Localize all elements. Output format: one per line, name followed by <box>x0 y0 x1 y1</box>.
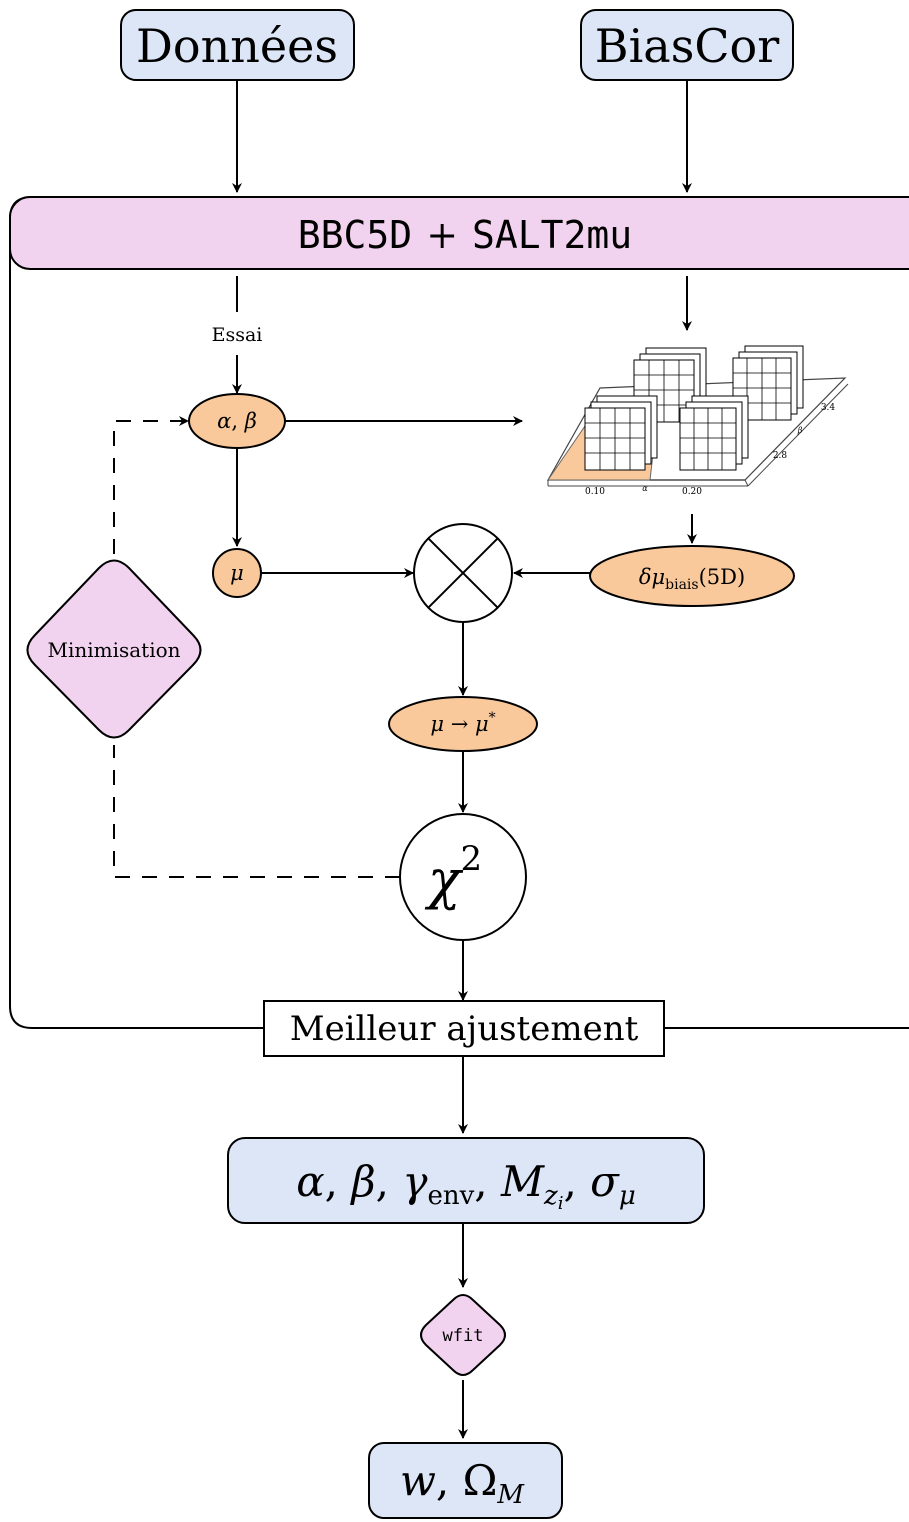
fitted-parameters-label: α, β, γenv, Mzi, σμ <box>296 1157 635 1214</box>
dashed-chi2-to-minimisation <box>113 745 400 878</box>
best-fit-label: Meilleur ajustement <box>290 1009 639 1049</box>
bbc5d-salt2mu-label: BBC5D+SALT2mu <box>298 213 632 257</box>
alpha-beta-label: α, β <box>217 409 257 433</box>
bbc5d-salt2mu-box: BBC5D+SALT2mu <box>9 196 909 270</box>
mu-star-node: μ → μ* <box>388 696 538 752</box>
beta-tick-2: 3.4 <box>821 403 836 413</box>
biascor-input-node: BiasCor <box>580 9 794 81</box>
minimisation-node: Minimisation <box>26 559 202 739</box>
biascor-input-label: BiasCor <box>595 19 779 73</box>
fitted-parameters-node: α, β, γenv, Mzi, σμ <box>227 1137 705 1224</box>
mu-label: μ <box>230 561 244 585</box>
trial-label: Essai <box>212 324 263 346</box>
beta-tick-1: 2.8 <box>773 451 788 461</box>
bias-grid-illustration: 0.10 α 0.20 2.8 β 3.4 <box>546 345 849 497</box>
grid-cube-front-left <box>584 395 658 471</box>
grid-cube-back-left <box>633 347 707 423</box>
grid-cube-front-right <box>679 395 749 471</box>
mu-node: μ <box>212 548 262 598</box>
wfit-label: wfit <box>443 1326 484 1346</box>
minimisation-label: Minimisation <box>47 638 180 662</box>
cosmology-output-node: w, ΩM <box>368 1442 563 1519</box>
bias-correction-label: δμbiais(5D) <box>639 565 745 593</box>
combiner-node <box>413 523 513 623</box>
best-fit-node: Meilleur ajustement <box>263 1000 665 1057</box>
wfit-node: wfit <box>420 1294 506 1376</box>
data-input-label: Données <box>136 19 338 73</box>
beta-axis-label: β <box>797 426 803 435</box>
grid-cube-back-right <box>732 345 804 421</box>
alpha-tick-2: 0.20 <box>682 487 702 497</box>
alpha-axis-label: α <box>642 484 648 493</box>
cosmology-output-label: w, ΩM <box>400 1456 525 1510</box>
dashed-minimisation-to-alphabeta <box>113 416 189 554</box>
data-input-node: Données <box>120 9 355 81</box>
chi2-node: χ2 <box>399 813 527 941</box>
alpha-tick-1: 0.10 <box>585 487 605 497</box>
mu-star-label: μ → μ* <box>430 710 495 736</box>
chi2-label: χ2 <box>424 839 482 911</box>
alpha-beta-node: α, β <box>188 393 286 449</box>
bias-correction-node: δμbiais(5D) <box>589 545 795 607</box>
